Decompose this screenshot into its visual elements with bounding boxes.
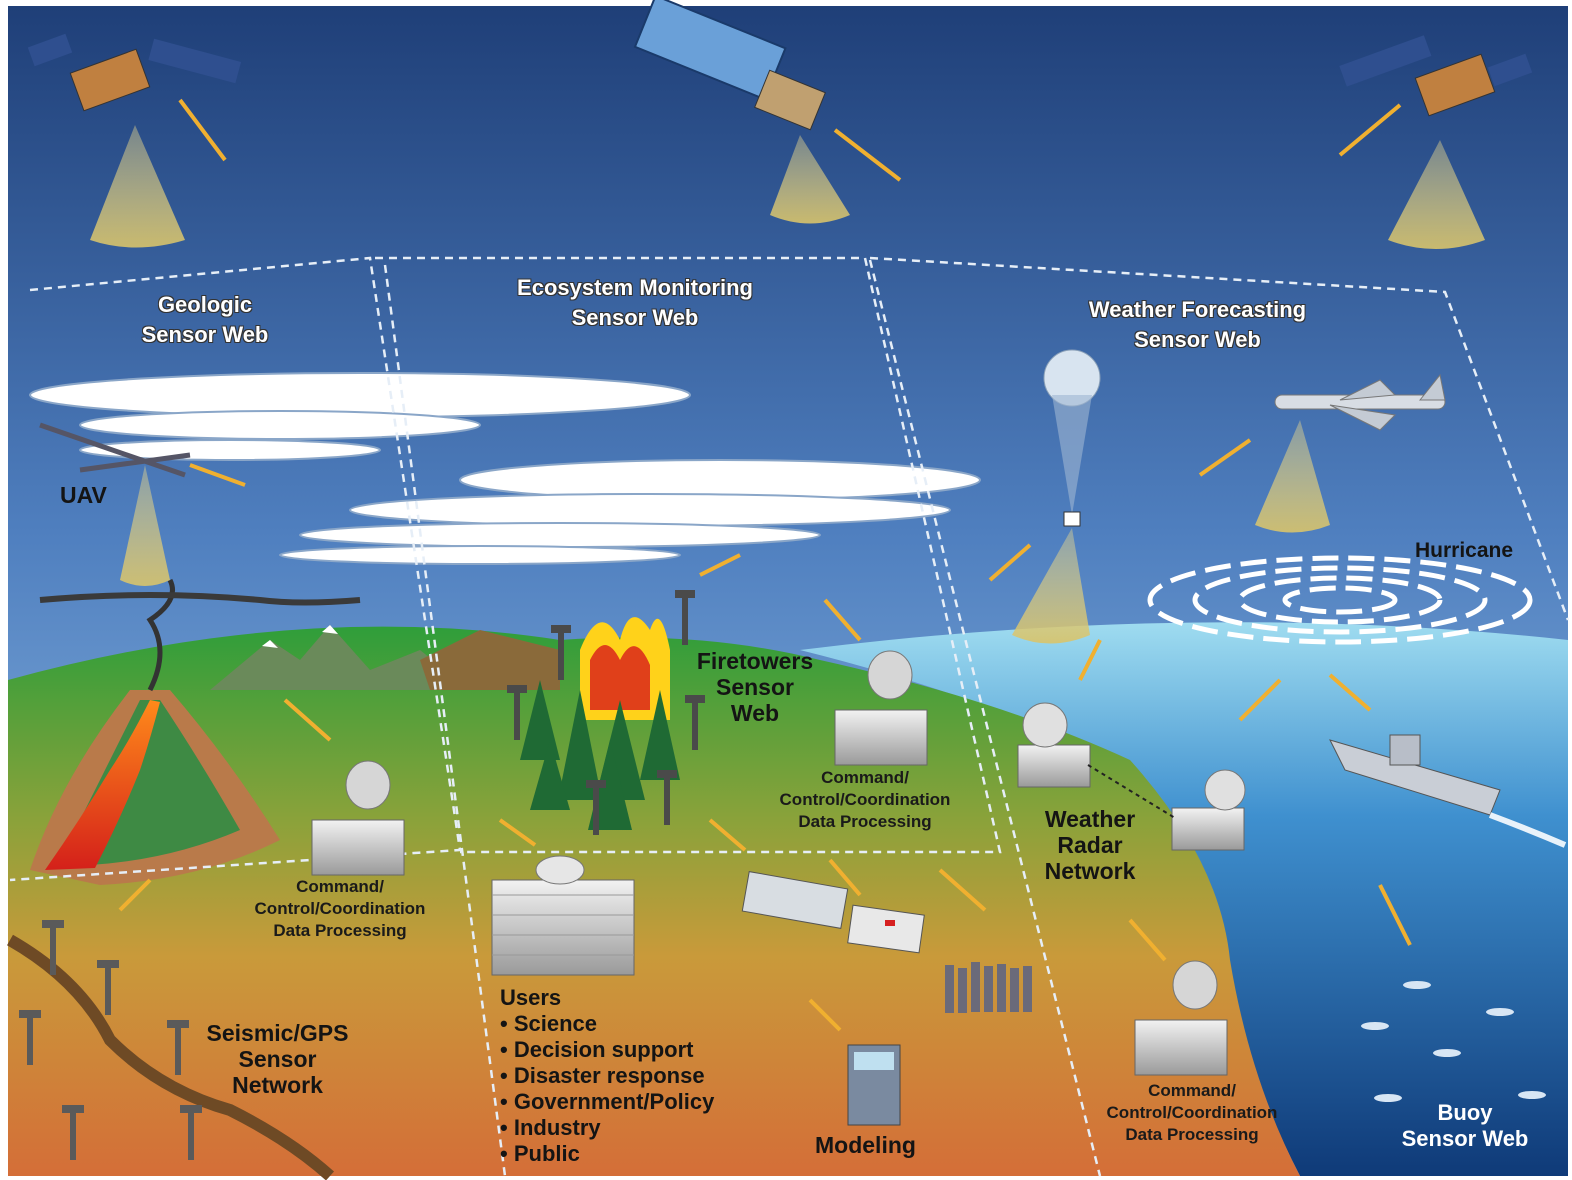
users-list: Users Science Decision support Disaster … — [500, 985, 714, 1167]
users-item: Industry — [500, 1115, 714, 1141]
radar-station-icon — [1017, 702, 1246, 851]
volcano-icon — [30, 578, 361, 885]
modeling-label: Modeling — [815, 1132, 916, 1158]
users-item: Decision support — [500, 1037, 714, 1063]
users-item: Science — [500, 1011, 714, 1037]
signal-arrows — [118, 98, 1412, 1032]
weather-balloon-icon — [1012, 349, 1101, 644]
buoy-icon — [1361, 981, 1546, 1102]
fault-line — [7, 934, 335, 1180]
ship-icon — [1329, 734, 1567, 848]
users-item: Disaster response — [500, 1063, 714, 1089]
ground-station-icon — [834, 650, 928, 766]
sensor-web-boundaries — [9, 256, 1570, 1177]
hurricane-label: Hurricane — [1415, 539, 1514, 562]
uav-icon — [39, 422, 191, 586]
fire-sensor-icon — [507, 590, 705, 835]
uav-label: UAV — [60, 482, 107, 508]
data-center-icon — [491, 855, 635, 976]
satellite-icon — [27, 33, 242, 248]
vehicles-icon — [741, 871, 925, 954]
clouds — [29, 372, 981, 565]
hurricane-icon — [1147, 555, 1533, 645]
land — [8, 626, 1300, 1176]
ground-station-icon — [1134, 960, 1228, 1076]
forest-fire-icon — [520, 617, 680, 830]
modeling-computer-icon — [847, 1044, 901, 1126]
users-title: Users — [500, 985, 562, 1010]
aircraft-icon — [1255, 373, 1446, 533]
satellite-icon — [1339, 35, 1533, 249]
ground-station-icon — [311, 760, 405, 876]
users-item: Public — [500, 1141, 714, 1167]
people-icon — [945, 962, 1032, 1013]
seismic-sensor-icon — [19, 920, 202, 1160]
mountains-icon — [210, 625, 560, 690]
satellite-icon — [633, 0, 850, 224]
users-item: Government/Policy — [500, 1089, 715, 1115]
